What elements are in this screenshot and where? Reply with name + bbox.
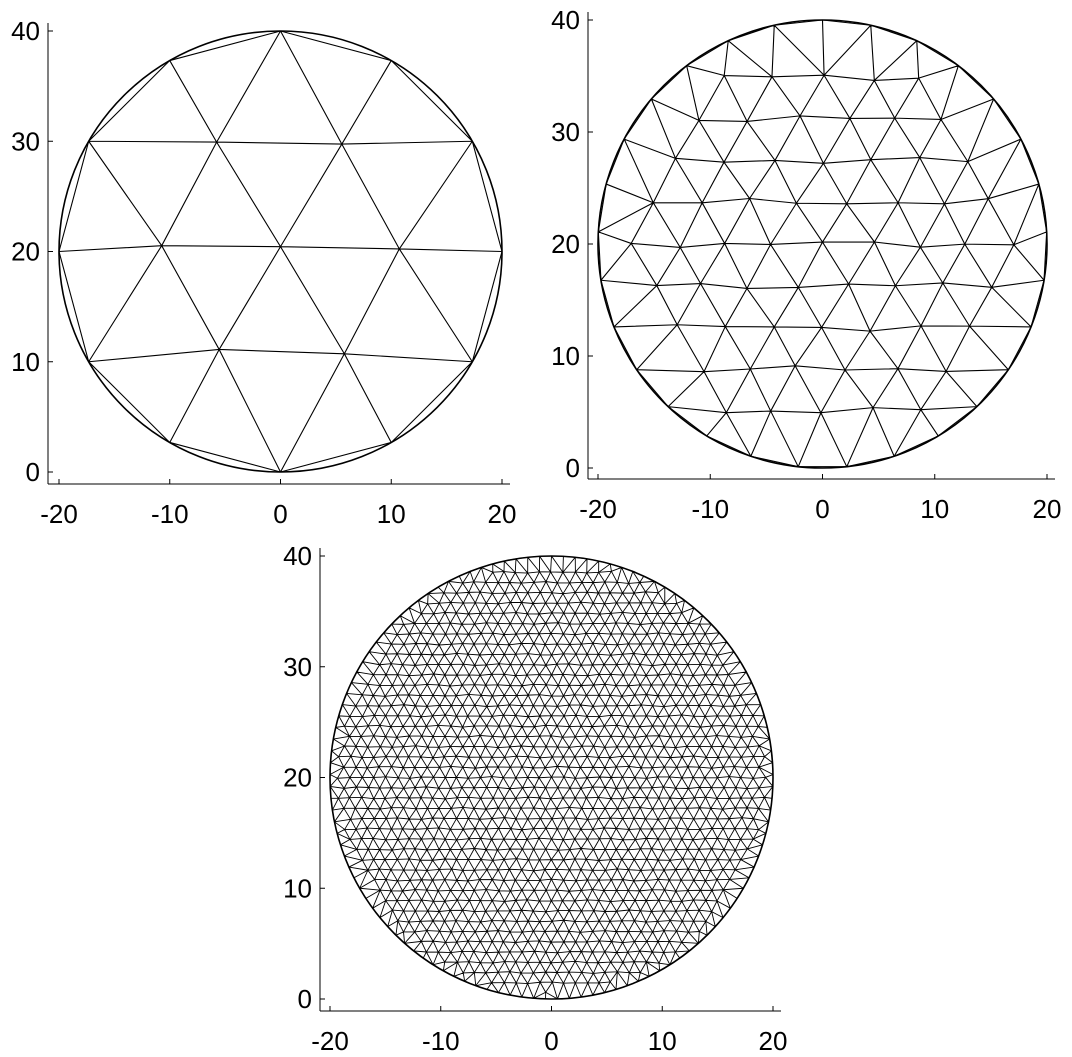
y-tick-label: 30	[283, 652, 312, 682]
axes: -20 -10 0 10 20 0 10 20 30 40	[283, 541, 787, 1056]
x-tick-label: 20	[759, 1026, 788, 1056]
x-tick-label: 0	[273, 499, 287, 529]
axes: -20 -10 0 10 20 0 10 20 30 40	[551, 5, 1061, 524]
mesh-plot-fine: -20 -10 0 10 20 0 10 20 30 40	[283, 541, 787, 1056]
domain-boundary-circle	[329, 555, 774, 1000]
x-tick-label: 0	[815, 494, 829, 524]
x-tick-label: 20	[488, 499, 517, 529]
y-tick-label: 0	[566, 453, 580, 483]
y-tick-label: 30	[551, 117, 580, 147]
y-tick-label: 40	[11, 16, 40, 46]
x-tick-label: 20	[1033, 494, 1062, 524]
x-tick-label: 0	[544, 1026, 558, 1056]
y-tick-label: 0	[26, 457, 40, 487]
domain-boundary-circle	[597, 19, 1048, 469]
y-tick-label: 20	[11, 237, 40, 267]
y-tick-label: 10	[283, 873, 312, 903]
triangle-mesh	[58, 30, 503, 473]
axes: -20 -10 0 10 20 0 10 20 30 40	[11, 16, 516, 529]
domain-boundary-circle	[58, 30, 503, 473]
y-tick-label: 0	[298, 984, 312, 1014]
y-tick-label: 20	[283, 763, 312, 793]
x-tick-label: -10	[151, 499, 189, 529]
x-tick-label: -20	[579, 494, 617, 524]
y-tick-label: 10	[11, 347, 40, 377]
x-tick-label: 10	[377, 499, 406, 529]
triangle-mesh	[329, 555, 774, 1000]
y-tick-label: 40	[551, 5, 580, 35]
mesh-plot-medium: -20 -10 0 10 20 0 10 20 30 40	[551, 5, 1061, 524]
mesh-plot-coarse: -20 -10 0 10 20 0 10 20 30 40	[11, 16, 516, 529]
y-tick-label: 20	[551, 229, 580, 259]
x-tick-label: -10	[422, 1026, 460, 1056]
y-tick-label: 10	[551, 341, 580, 371]
x-tick-label: -20	[40, 499, 78, 529]
triangle-mesh	[597, 19, 1048, 468]
x-tick-label: -10	[691, 494, 729, 524]
x-tick-label: -20	[311, 1026, 349, 1056]
y-tick-label: 30	[11, 126, 40, 156]
x-tick-label: 10	[648, 1026, 677, 1056]
x-tick-label: 10	[920, 494, 949, 524]
y-tick-label: 40	[283, 541, 312, 571]
